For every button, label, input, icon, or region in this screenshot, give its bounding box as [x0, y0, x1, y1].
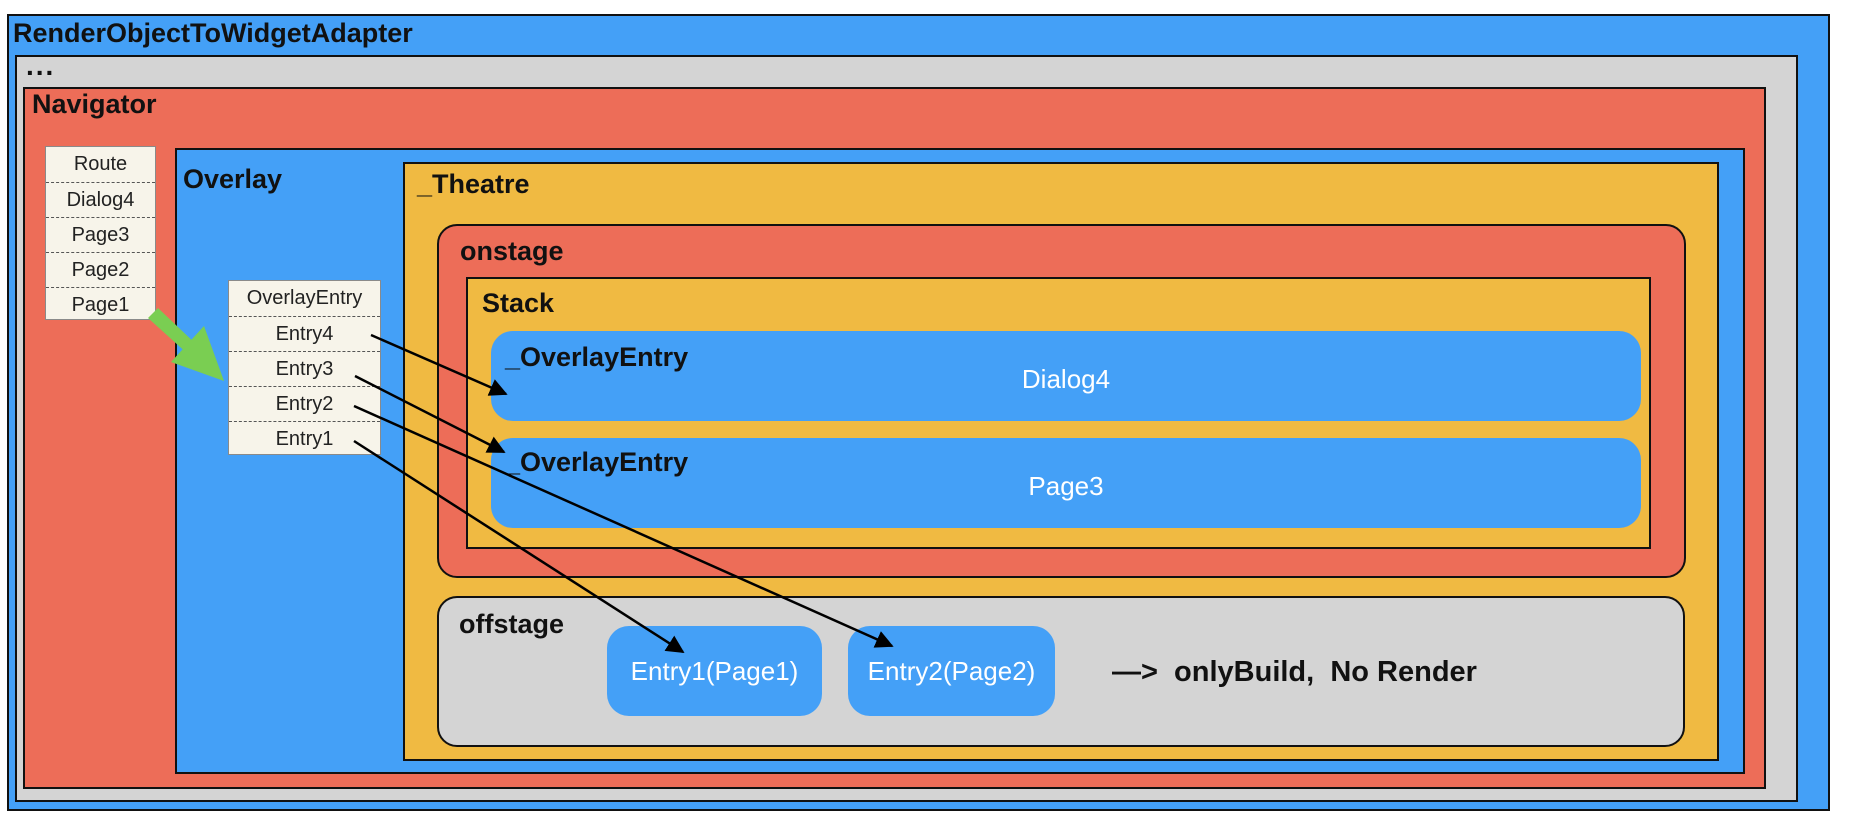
overlay-entry-list-item: Entry2 [229, 386, 380, 421]
route-list-item: Dialog4 [46, 182, 155, 217]
route-list-item: Route [73, 153, 128, 175]
ellipsis-title: ... [26, 50, 56, 81]
overlay-title: Overlay [183, 164, 283, 194]
navigator-title: Navigator [32, 89, 157, 119]
overlay-entry-list: OverlayEntry Entry4 Entry3 Entry2 Entry1 [228, 280, 381, 455]
stack-entry-page3: _OverlayEntry Page3 [491, 438, 1641, 528]
stack-entry-label: Dialog4 [1021, 364, 1111, 394]
overlay-entry-list-item: Entry3 [229, 351, 380, 386]
onstage-title: onstage [460, 236, 564, 266]
route-list-item: Page1 [46, 287, 155, 322]
offstage-entry-1: Entry1(Page1) [607, 626, 822, 716]
stack-entry-label: Page3 [1028, 471, 1104, 501]
route-list-item: Page2 [46, 252, 155, 287]
offstage-entry-2: Entry2(Page2) [848, 626, 1055, 716]
stack-entry-dialog4: _OverlayEntry Dialog4 [491, 331, 1641, 421]
overlay-entry-list-item: OverlayEntry [246, 287, 363, 309]
overlay-entry-list-item: Entry1 [229, 421, 380, 456]
stack-title: Stack [482, 288, 555, 318]
stack-entry-title: _OverlayEntry [505, 342, 689, 372]
theatre-title: _Theatre [417, 169, 530, 199]
offstage-note: —> onlyBuild, No Render [1112, 656, 1477, 688]
offstage-entry-label: Entry1(Page1) [630, 656, 799, 686]
root-title: RenderObjectToWidgetAdapter [13, 18, 413, 48]
offstage-title: offstage [459, 609, 565, 639]
overlay-entry-list-item: Entry4 [229, 316, 380, 351]
route-list-item: Page3 [46, 217, 155, 252]
offstage-entry-label: Entry2(Page2) [867, 656, 1036, 686]
route-list: Route Dialog4 Page3 Page2 Page1 [45, 146, 156, 320]
